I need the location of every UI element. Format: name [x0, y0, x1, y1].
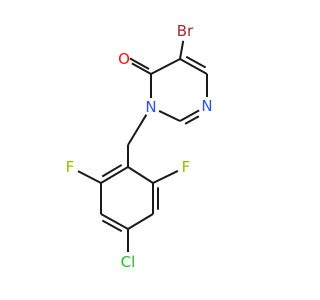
- bond-c3-c4: [127, 213, 154, 230]
- bond-n1-c2: [179, 109, 200, 122]
- bond-n3-ch2: [127, 114, 148, 146]
- bond-c5-c6-double: [185, 55, 207, 69]
- bond-c4-o-double: [129, 57, 150, 70]
- bond-c6-f: [77, 170, 102, 184]
- atom-label-o: O: [118, 50, 130, 68]
- bond-n1-c2-double: [184, 115, 200, 125]
- bond-c4-o: [131, 62, 152, 75]
- atom-label-br: Br: [177, 22, 194, 40]
- atom-label-cl: Cl: [121, 253, 136, 271]
- bond-c4-c5: [150, 58, 181, 75]
- bond-c2-n3: [158, 110, 181, 122]
- bond-c2-f: [152, 170, 179, 184]
- molecule-diagram: BrO N N F F Cl: [66, 22, 213, 271]
- bond-c4-c5: [100, 213, 129, 230]
- atom-label-n3: N: [145, 98, 156, 116]
- bond-c5-br: [179, 40, 185, 60]
- bond-c6-c1: [100, 166, 129, 184]
- bond-c6-c1-double: [101, 164, 123, 178]
- bond-c5-c6: [179, 58, 208, 75]
- atom-label-f2: F: [66, 158, 75, 176]
- bond-c1-c2: [127, 166, 154, 184]
- bond-c4-c5-double: [101, 219, 123, 233]
- atom-label-n1: N: [201, 97, 212, 115]
- atom-label-f1: F: [182, 158, 191, 176]
